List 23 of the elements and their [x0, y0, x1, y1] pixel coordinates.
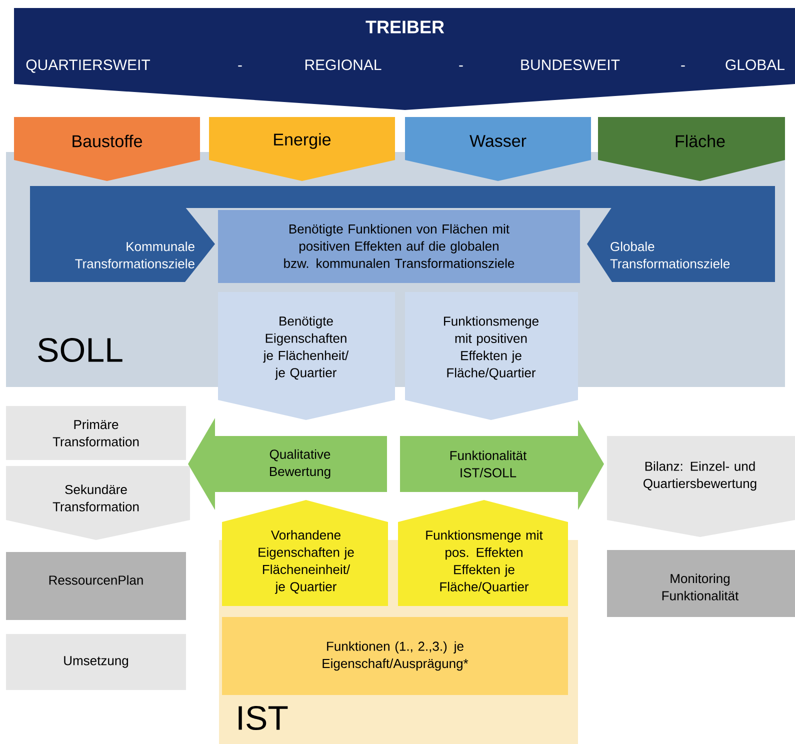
result-panel: Bilanz: Einzel- und Quartiersbewertung — [607, 436, 795, 537]
property-pentagon: Vorhandene Eigenschaften je Flächeneinheit/ je Quartier — [222, 500, 388, 606]
property-pentagon: Funktionsmenge mit positiven Effekten je Fläche/Quartier — [405, 292, 578, 420]
step-box: Primäre Transformation — [6, 406, 186, 460]
function-box: Benötigte Funktionen von Flächen mit positiven Effekten auf die globalen bzw. kommunalen Transformationsziele — [218, 210, 580, 283]
node-label: Kommunale Transformationsziele — [75, 242, 194, 268]
function-box: Funktionen (1., 2.,3.) je Eigenschaft/Ausprägung* — [222, 617, 568, 695]
category-tab: Fläche — [598, 117, 785, 181]
goal-panel: Kommunale Transformationsziele — [30, 207, 215, 282]
property-pentagon: Benötigte Eigenschaften je Flächenheit/ je Quartier — [218, 292, 395, 420]
property-pentagon: Funktionsmenge mit pos. Effekten Effekten je Fläche/Quartier — [398, 500, 568, 606]
step-box: RessourcenPlan — [6, 552, 186, 620]
banner: TREIBER QUARTIERSWEIT - REGIONAL - BUNDESWEIT - GLOBAL — [14, 8, 795, 110]
category-tab: Wasser — [405, 117, 591, 181]
step-panel: Sekundäre Transformation — [6, 466, 190, 540]
category-tab: Energie — [209, 117, 395, 181]
node-label: Globale Transformationsziele — [610, 242, 730, 268]
evaluation-banner: Funktionalität IST/SOLL — [400, 420, 604, 510]
step-box: Umsetzung — [6, 634, 186, 690]
evaluation-banner: Qualitative Bewertung — [188, 418, 387, 510]
category-tab: Baustoffe — [14, 117, 200, 181]
goal-panel: Globale Transformationsziele — [587, 207, 775, 282]
result-box: Monitoring Funktionalität — [607, 550, 795, 617]
